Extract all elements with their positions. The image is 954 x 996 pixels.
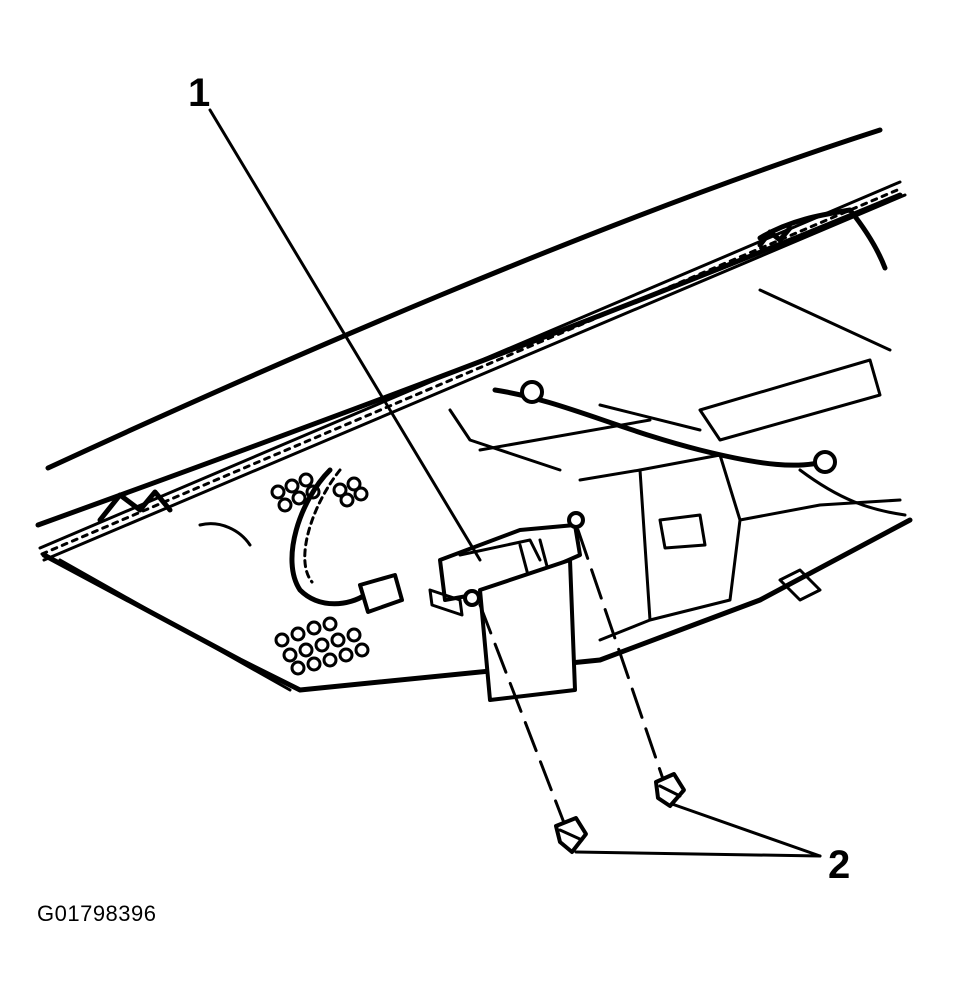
- leader-line-1: [208, 108, 482, 562]
- grille-left-upper: [270, 472, 369, 513]
- overhead-console: [448, 288, 902, 642]
- leader-lines-2: [574, 802, 822, 858]
- module-harness: [289, 467, 404, 614]
- fastener-left: [554, 816, 588, 854]
- dome-harness: [492, 380, 907, 517]
- fastener-right: [654, 772, 686, 808]
- roof-rail-harness: [38, 180, 907, 562]
- callout-2: 2: [828, 843, 850, 887]
- fastener-paths: [478, 528, 666, 830]
- figure-id: G01798396: [37, 901, 157, 926]
- callout-1: 1: [188, 71, 210, 115]
- grille-left-lower: [274, 616, 370, 676]
